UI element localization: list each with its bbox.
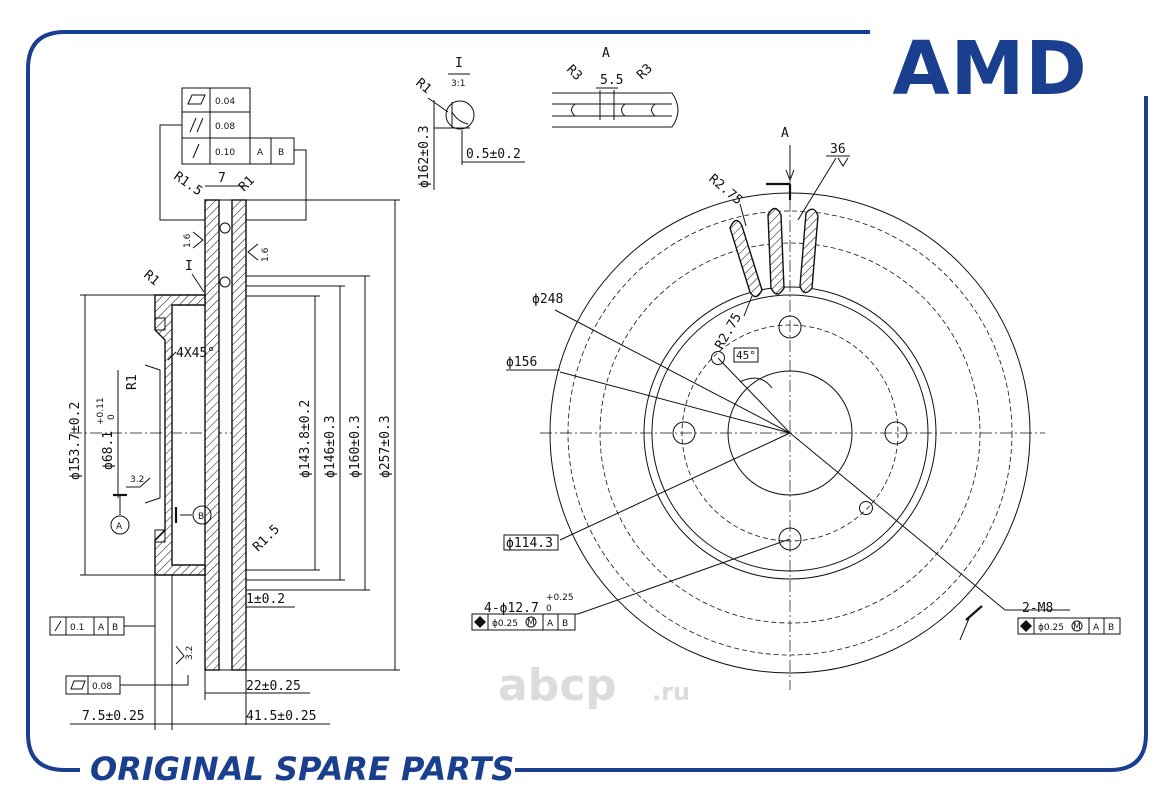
position-icon — [1020, 620, 1032, 632]
vent-slots — [729, 207, 819, 298]
dim-tol-1: 1±0.2 — [246, 592, 285, 607]
face-holes-minus: 0 — [546, 604, 552, 614]
detail-i-scale: 3:1 — [451, 79, 465, 89]
dim-d1438: ϕ143.8±0.2 — [298, 400, 313, 478]
brand-logo: AMD — [892, 26, 1087, 112]
detail-i-title: I — [455, 56, 463, 71]
dim-d681-plus: +0.11 — [96, 397, 106, 425]
detail-a-title: A — [602, 46, 610, 61]
dim-d160: ϕ160±0.3 — [348, 415, 363, 478]
watermark-suffix: .ru — [652, 678, 690, 706]
rough-16-right: 1.6 — [261, 247, 271, 262]
label-r15-inner: R1.5 — [250, 522, 283, 555]
logo-text: AMD — [892, 26, 1087, 112]
runout-frame-ref-a: A — [98, 623, 105, 633]
runout-icon — [192, 143, 200, 159]
dim-thick-22: 22±0.25 — [246, 679, 301, 694]
m8-frame-value: ϕ0.25 — [1038, 623, 1064, 633]
tol-flatness-value: 0.04 — [215, 97, 235, 107]
detail-i-d162: ϕ162±0.3 — [417, 125, 432, 188]
footer-label: ORIGINAL SPARE PARTS — [90, 750, 514, 788]
dim-d1537: ϕ153.7±0.2 — [68, 402, 83, 480]
rough-32-bottom: 3.2 — [185, 646, 195, 660]
holes-frame-modifier: M — [527, 618, 535, 628]
position-icon — [474, 616, 486, 628]
holes-frame-ref-a: A — [547, 619, 554, 629]
section-mark: I — [185, 259, 193, 274]
detail-a: A R3 5.5 R3 — [552, 46, 679, 128]
face-d1143: ϕ114.3 — [506, 536, 553, 551]
parallelism-icon — [189, 117, 204, 133]
dim-d257: ϕ257±0.3 — [378, 415, 393, 478]
section-view: ϕ153.7±0.2 ϕ68.1 +0.11 0 ϕ143.8±0.2 ϕ146… — [49, 169, 400, 730]
tolerance-frame: 0.04 0.08 0.10 A B — [159, 87, 307, 221]
dim-d681: ϕ68.1 — [101, 431, 116, 470]
detail-i: I 3:1 R1 ϕ162±0.3 0.5±0.2 — [412, 56, 525, 190]
face-d156: ϕ156 — [506, 355, 537, 370]
dim-d681-minus: 0 — [107, 414, 117, 420]
holes-frame-value: ϕ0.25 — [492, 619, 518, 629]
label-width-7: 7 — [218, 171, 226, 186]
detail-a-r3-left: R3 — [563, 62, 585, 84]
face-r275-top: R2.75 — [705, 172, 745, 209]
datum-a: A — [116, 522, 123, 532]
detail-i-depth: 0.5±0.2 — [466, 147, 521, 162]
watermark: abcp .ru — [498, 660, 690, 711]
face-slot-36: 36 — [830, 142, 846, 157]
runout-frame-value: 0.1 — [70, 623, 84, 633]
label-r15-top: R1.5 — [171, 169, 205, 199]
tol-parallel-value: 0.08 — [215, 122, 235, 132]
face-holes: 4-ϕ12.7 — [484, 601, 539, 616]
face-d248: ϕ248 — [532, 292, 563, 307]
m8-frame-ref-b: B — [1108, 623, 1114, 633]
tol-runout-ref-b: B — [278, 148, 284, 158]
detail-a-width: 5.5 — [600, 73, 623, 88]
rough-32-left: 3.2 — [130, 475, 144, 485]
label-r1-top: R1 — [236, 173, 258, 195]
datum-b: B — [198, 512, 204, 522]
dim-offset-75: 7.5±0.25 — [82, 709, 145, 724]
section-runout-frame: 0.1 A B — [49, 616, 155, 636]
m8-frame-modifier: M — [1073, 622, 1081, 632]
label-chamfer: 4X45° — [176, 346, 215, 361]
flatness-frame-value: 0.08 — [92, 682, 112, 692]
dim-height-415: 41.5±0.25 — [246, 709, 316, 724]
face-view-a: A — [781, 126, 789, 141]
detail-a-r3-right: R3 — [634, 61, 656, 83]
m8-frame-ref-a: A — [1093, 623, 1100, 633]
face-r275-mid: R2.75 — [712, 311, 745, 352]
tol-runout-ref-a: A — [257, 148, 264, 158]
rough-16-left: 1.6 — [183, 233, 193, 248]
face-holes-plus: +0.25 — [546, 593, 574, 603]
frame-border — [26, 30, 1148, 772]
m8-position-frame: ϕ0.25 M A B — [1017, 617, 1121, 635]
face-angle-45: 45° — [736, 349, 756, 362]
flatness-icon — [187, 94, 206, 105]
face-view: ϕ248 ϕ156 ϕ114.3 2-M8 45° R2.75 R2.75 A … — [471, 126, 1121, 690]
detail-i-r1: R1 — [412, 76, 434, 98]
watermark-text: abcp — [498, 660, 617, 711]
runout-frame-ref-b: B — [112, 623, 118, 633]
face-m8: 2-M8 — [1022, 601, 1053, 616]
holes-frame-ref-b: B — [562, 619, 568, 629]
dim-d146: ϕ146±0.3 — [323, 415, 338, 478]
label-r1-hub: R1 — [140, 268, 162, 290]
tol-runout-value: 0.10 — [215, 148, 235, 158]
holes-position-frame: ϕ0.25 M A B — [471, 613, 576, 631]
section-flatness-frame: 0.08 — [65, 675, 189, 695]
label-r1-bore: R1 — [125, 374, 140, 390]
